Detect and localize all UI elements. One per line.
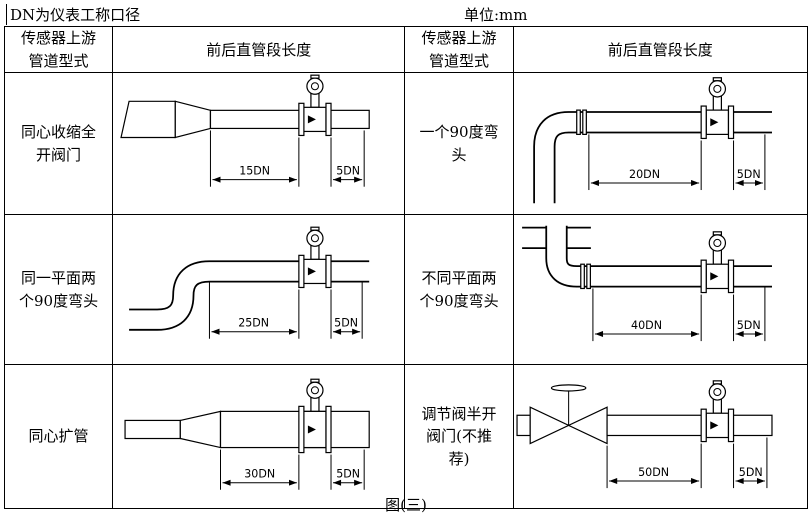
col-header-type-right: 传感器上游管道型式 (404, 26, 514, 73)
diagram-cell: 25DN 5DN (112, 214, 406, 365)
dimension-label: 5DN (336, 468, 360, 481)
dimension-label: 5DN (736, 319, 760, 332)
table-row-3: 同心扩管 30DN (3, 364, 809, 509)
top-notes: DN为仪表工称口径 单位:mm (4, 4, 808, 26)
dimension-label: 20DN (629, 168, 660, 181)
dimension-upstream: 20DN (587, 134, 702, 191)
diagram-one-90deg-elbow: 20DN 5DN (532, 77, 774, 206)
dimension-label: 5DN (738, 466, 762, 479)
pipe-type-label: 调节阀半开阀门(不推荐) (404, 364, 514, 509)
vortex-flowmeter-icon (700, 231, 734, 294)
pipe-spec-table: 传感器上游管道型式 前后直管段长度 传感器上游管道型式 前后直管段长度 同心收缩… (3, 26, 809, 509)
dimension-label: 5DN (334, 317, 358, 330)
diagram-cell: 30DN 5DN (112, 364, 406, 509)
dimension-downstream: 5DN (330, 449, 365, 490)
vortex-flowmeter-icon (700, 77, 734, 140)
vortex-flowmeter-icon (298, 378, 332, 454)
diagram-two-elbows-same-plane: 25DN 5DN (127, 226, 372, 339)
diagram-cell: 50DN 5DN (512, 364, 809, 509)
dimension-label: 30DN (244, 468, 275, 481)
dimension-upstream: 25DN (209, 282, 300, 339)
figure-caption: 图(三) (385, 496, 427, 514)
dimension-downstream: 5DN (732, 437, 768, 489)
pipe-type-label: 不同平面两个90度弯头 (404, 214, 514, 365)
pipe-type-label: 同心收缩全开阀门 (3, 72, 114, 215)
dimension-upstream: 15DN (210, 130, 300, 187)
dimension-downstream: 5DN (732, 134, 766, 191)
dimension-upstream: 30DN (220, 449, 300, 490)
pipe-type-label: 一个90度弯头 (404, 72, 514, 215)
dimension-downstream: 5DN (330, 130, 365, 187)
diagram-cell: 20DN 5DN (512, 72, 809, 215)
header-row: 传感器上游管道型式 前后直管段长度 传感器上游管道型式 前后直管段长度 (3, 26, 809, 73)
col-header-type-left: 传感器上游管道型式 (3, 26, 114, 73)
unit-note: 单位:mm (464, 6, 528, 24)
vortex-flowmeter-icon (700, 380, 734, 443)
vortex-flowmeter-icon (298, 226, 332, 289)
dimension-label: 25DN (238, 317, 269, 330)
dimension-upstream: 50DN (606, 443, 702, 489)
dimension-label: 40DN (631, 319, 662, 332)
dimension-label: 15DN (239, 165, 270, 178)
dimension-label: 50DN (638, 466, 669, 479)
pipe-type-label: 同一平面两个90度弯头 (3, 214, 114, 365)
diagram-two-elbows-different-planes: 40DN 5DN (519, 223, 774, 342)
dn-note: DN为仪表工称口径 (6, 4, 140, 25)
dimension-label: 5DN (336, 165, 360, 178)
table-row-1: 同心收缩全开阀门 15DN (3, 72, 809, 215)
dimension-downstream: 5DN (330, 282, 363, 339)
diagram-cell: 40DN 5DN (512, 214, 809, 365)
diagram-concentric-reducer-open-valve: 15DN 5DN (120, 74, 370, 187)
col-header-length-right: 前后直管段长度 (512, 26, 809, 73)
diagram-half-open-regulating-valve: 50DN 5DN (516, 380, 773, 489)
pipe-type-label: 同心扩管 (3, 364, 114, 509)
col-header-length-left: 前后直管段长度 (112, 26, 406, 73)
table-row-2: 同一平面两个90度弯头 25DN (3, 214, 809, 365)
diagram-cell: 15DN 5DN (112, 72, 406, 215)
diagram-concentric-expander: 30DN 5DN (124, 378, 370, 490)
dimension-upstream: 40DN (592, 288, 702, 342)
dimension-label: 5DN (736, 168, 760, 181)
dimension-downstream: 5DN (732, 287, 766, 342)
vortex-flowmeter-icon (298, 74, 332, 137)
